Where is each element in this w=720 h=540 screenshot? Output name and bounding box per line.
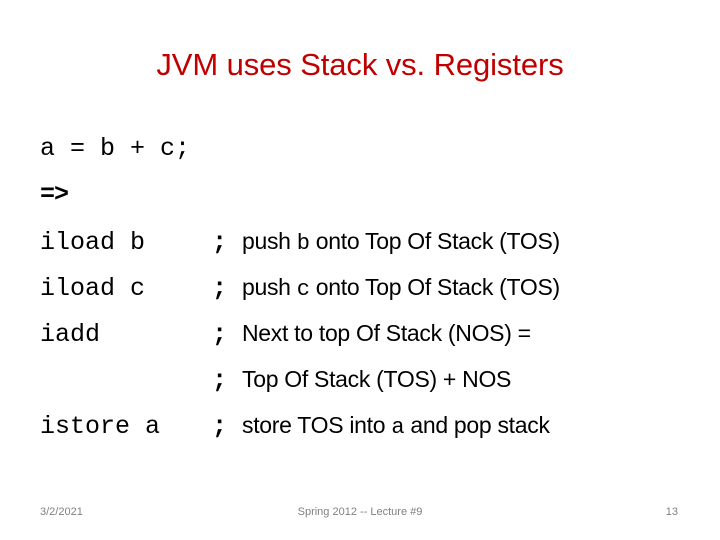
- source-statement: a = b + c;: [40, 134, 191, 163]
- footer-date: 3/2/2021: [40, 506, 83, 518]
- listing-row: iload c ; push c onto Top Of Stack (TOS): [40, 264, 700, 310]
- code-listing: a = b + c; => iload b ; push b onto Top …: [40, 126, 700, 448]
- semicolon-separator: ;: [212, 228, 228, 257]
- comment-text: Top Of Stack (TOS) + NOS: [242, 356, 511, 405]
- listing-row: ; Top Of Stack (TOS) + NOS: [40, 356, 700, 402]
- instruction-text: iload b: [40, 228, 146, 257]
- instruction-text: iadd: [40, 320, 101, 349]
- comment-text: Next to top Of Stack (NOS) =: [242, 310, 531, 359]
- listing-row: istore a ; store TOS into a and pop stac…: [40, 402, 700, 448]
- listing-row: iadd ; Next to top Of Stack (NOS) =: [40, 310, 700, 356]
- comment-text: push b onto Top Of Stack (TOS): [242, 218, 560, 267]
- listing-row: iload b ; push b onto Top Of Stack (TOS): [40, 218, 700, 264]
- footer-page-number: 13: [665, 506, 678, 518]
- page-title: JVM uses Stack vs. Registers: [156, 47, 564, 82]
- comment-prefix: push: [242, 228, 297, 254]
- comment-text: push c onto Top Of Stack (TOS): [242, 264, 560, 313]
- footer-course-label: Spring 2012 -- Lecture #9: [297, 506, 423, 518]
- instruction-text: iload c: [40, 274, 146, 303]
- comment-suffix: onto Top Of Stack (TOS): [309, 228, 560, 254]
- semicolon-separator: ;: [212, 412, 228, 441]
- semicolon-separator: ;: [212, 320, 228, 349]
- comment-variable: c: [296, 277, 310, 302]
- comment-variable: a: [391, 415, 405, 440]
- comment-suffix: and pop stack: [404, 412, 550, 438]
- semicolon-separator: ;: [212, 274, 228, 303]
- arrow-marker: =>: [40, 180, 69, 209]
- semicolon-separator: ;: [212, 366, 228, 395]
- comment-suffix: onto Top Of Stack (TOS): [309, 274, 560, 300]
- comment-text: store TOS into a and pop stack: [242, 402, 550, 451]
- comment-prefix: Next to top Of Stack (NOS) =: [242, 320, 531, 346]
- comment-prefix: Top Of Stack (TOS) + NOS: [242, 366, 512, 392]
- comment-variable: b: [296, 231, 310, 256]
- slide-footer: 3/2/2021 Spring 2012 -- Lecture #9 13: [0, 504, 720, 520]
- comment-prefix: store TOS into: [242, 412, 392, 438]
- comment-prefix: push: [242, 274, 297, 300]
- instruction-text: istore a: [40, 412, 161, 441]
